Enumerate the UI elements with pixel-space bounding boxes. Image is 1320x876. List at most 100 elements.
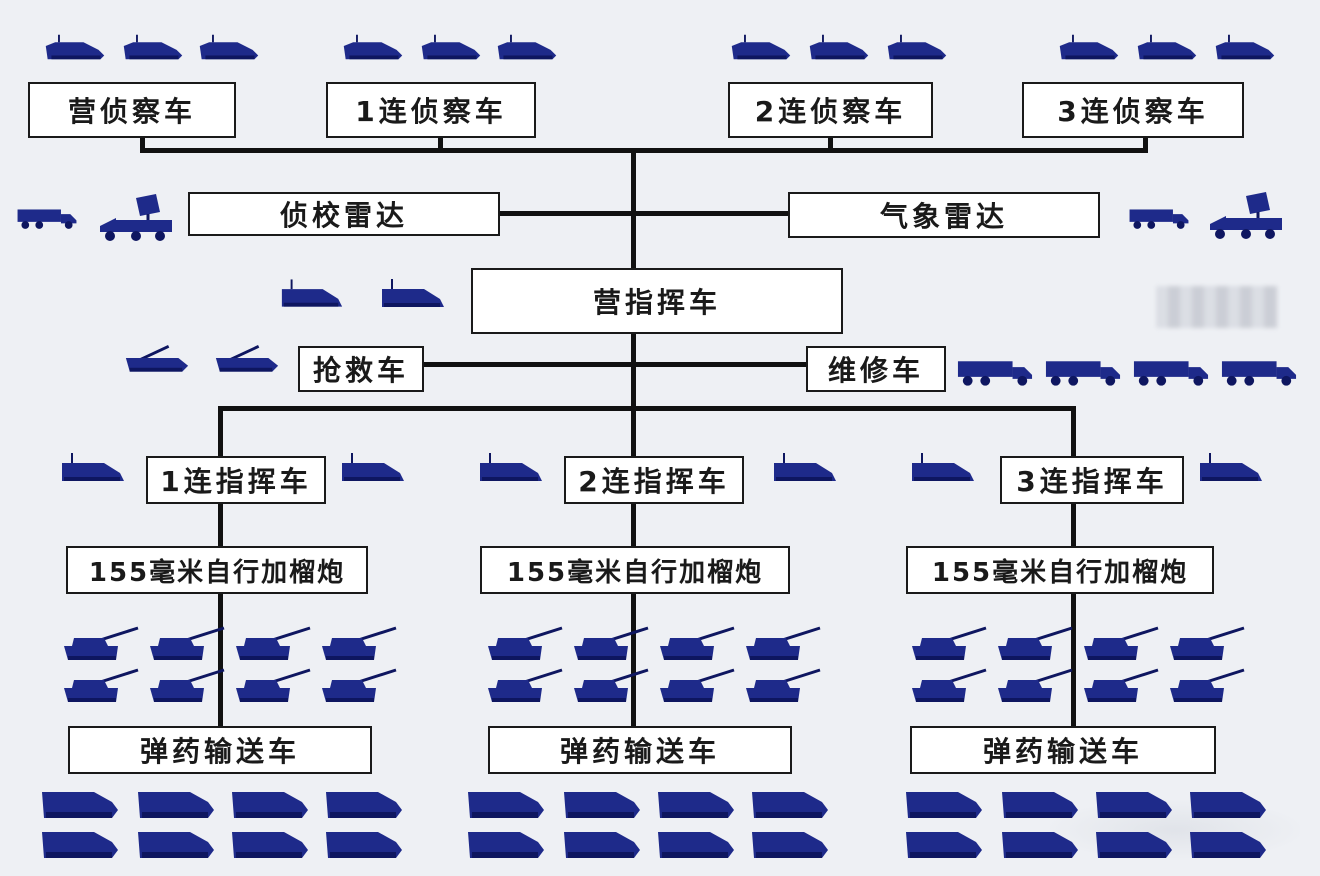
recon-vehicle-icon <box>728 32 794 62</box>
box-co1-recon: 1连侦察车 <box>326 82 536 138</box>
recon-vehicle-icon <box>120 32 186 62</box>
command-vehicle-icon <box>770 446 840 490</box>
command-vehicle-icon <box>476 446 546 490</box>
self-propelled-howitzer-icon <box>994 622 1074 666</box>
self-propelled-howitzer-icon <box>994 664 1074 708</box>
recon-vehicle-icon <box>494 32 560 62</box>
ammunition-carrier-icon <box>230 790 310 820</box>
truck-icon <box>1128 204 1190 232</box>
ammunition-carrier-icon <box>324 790 404 820</box>
ammunition-carrier-icon <box>230 830 310 860</box>
drop-co3-recon <box>1143 136 1148 150</box>
self-propelled-howitzer-icon <box>232 664 312 708</box>
recon-vehicle-icon <box>1056 32 1122 62</box>
truck-icon <box>1044 356 1122 388</box>
self-propelled-howitzer-icon <box>484 622 564 666</box>
self-propelled-howitzer-icon <box>742 622 822 666</box>
support-bus-line <box>424 362 806 367</box>
ammunition-carrier-icon <box>1094 830 1174 860</box>
self-propelled-howitzer-icon <box>146 664 226 708</box>
truck-icon <box>956 356 1034 388</box>
recon-vehicle-icon <box>1212 32 1278 62</box>
box-co1-command: 1连指挥车 <box>146 456 326 504</box>
box-co3-recon: 3连侦察车 <box>1022 82 1244 138</box>
drop-co1-recon <box>438 136 443 150</box>
ammunition-carrier-icon <box>904 790 984 820</box>
recon-vehicle-icon <box>884 32 950 62</box>
command-vehicle-icon <box>278 272 346 316</box>
self-propelled-howitzer-icon <box>570 664 650 708</box>
recovery-vehicle-icon <box>122 342 192 376</box>
self-propelled-howitzer-icon <box>908 622 988 666</box>
ammunition-carrier-icon <box>40 790 120 820</box>
box-ammo-1: 弹药输送车 <box>68 726 372 774</box>
ammunition-carrier-icon <box>136 790 216 820</box>
box-ammo-3: 弹药输送车 <box>910 726 1216 774</box>
truck-icon <box>1220 356 1298 388</box>
ammunition-carrier-icon <box>656 830 736 860</box>
blurred-patch <box>1156 286 1278 328</box>
self-propelled-howitzer-icon <box>1080 622 1160 666</box>
drop-co2-recon <box>828 136 833 150</box>
self-propelled-howitzer-icon <box>232 622 312 666</box>
ammunition-carrier-icon <box>1188 790 1268 820</box>
box-co2-command: 2连指挥车 <box>564 456 744 504</box>
ammunition-carrier-icon <box>1000 790 1080 820</box>
ammunition-carrier-icon <box>1000 830 1080 860</box>
radar-bus-line <box>500 211 790 216</box>
self-propelled-howitzer-icon <box>60 622 140 666</box>
ammunition-carrier-icon <box>656 790 736 820</box>
top-bus-line <box>140 148 1148 153</box>
ammunition-carrier-icon <box>750 830 830 860</box>
command-vehicle-icon <box>1196 446 1266 490</box>
self-propelled-howitzer-icon <box>656 622 736 666</box>
ammunition-carrier-icon <box>904 830 984 860</box>
command-vehicle-icon <box>378 272 448 316</box>
command-vehicle-icon <box>908 446 978 490</box>
recon-vehicle-icon <box>806 32 872 62</box>
box-co3-command: 3连指挥车 <box>1000 456 1184 504</box>
self-propelled-howitzer-icon <box>908 664 988 708</box>
recon-vehicle-icon <box>196 32 262 62</box>
box-bn-command: 营指挥车 <box>471 268 843 334</box>
self-propelled-howitzer-icon <box>318 622 398 666</box>
ammunition-carrier-icon <box>40 830 120 860</box>
box-howitzer-2: 155毫米自行加榴炮 <box>480 546 790 594</box>
box-howitzer-3: 155毫米自行加榴炮 <box>906 546 1214 594</box>
ammunition-carrier-icon <box>562 790 642 820</box>
self-propelled-howitzer-icon <box>484 664 564 708</box>
self-propelled-howitzer-icon <box>570 622 650 666</box>
recon-vehicle-icon <box>340 32 406 62</box>
box-ammo-2: 弹药输送车 <box>488 726 792 774</box>
ammunition-carrier-icon <box>562 830 642 860</box>
ammunition-carrier-icon <box>750 790 830 820</box>
box-bn-recon: 营侦察车 <box>28 82 236 138</box>
recon-vehicle-icon <box>42 32 108 62</box>
box-weather-radar: 气象雷达 <box>788 192 1100 238</box>
ammunition-carrier-icon <box>466 830 546 860</box>
drop-bn-recon <box>140 136 145 150</box>
recon-vehicle-icon <box>1134 32 1200 62</box>
self-propelled-howitzer-icon <box>1080 664 1160 708</box>
ammunition-carrier-icon <box>1094 790 1174 820</box>
self-propelled-howitzer-icon <box>742 664 822 708</box>
self-propelled-howitzer-icon <box>60 664 140 708</box>
command-vehicle-icon <box>58 446 128 490</box>
recovery-vehicle-icon <box>212 342 282 376</box>
self-propelled-howitzer-icon <box>318 664 398 708</box>
truck-icon <box>16 204 78 232</box>
company-bus-line <box>218 406 1076 411</box>
recon-vehicle-icon <box>418 32 484 62</box>
self-propelled-howitzer-icon <box>1166 664 1246 708</box>
ammunition-carrier-icon <box>136 830 216 860</box>
ammunition-carrier-icon <box>1188 830 1268 860</box>
self-propelled-howitzer-icon <box>146 622 226 666</box>
command-vehicle-icon <box>338 446 408 490</box>
ammunition-carrier-icon <box>324 830 404 860</box>
ammunition-carrier-icon <box>466 790 546 820</box>
radar-truck-icon <box>1206 184 1286 246</box>
box-co2-recon: 2连侦察车 <box>728 82 933 138</box>
radar-truck-icon <box>96 188 176 246</box>
truck-icon <box>1132 356 1210 388</box>
